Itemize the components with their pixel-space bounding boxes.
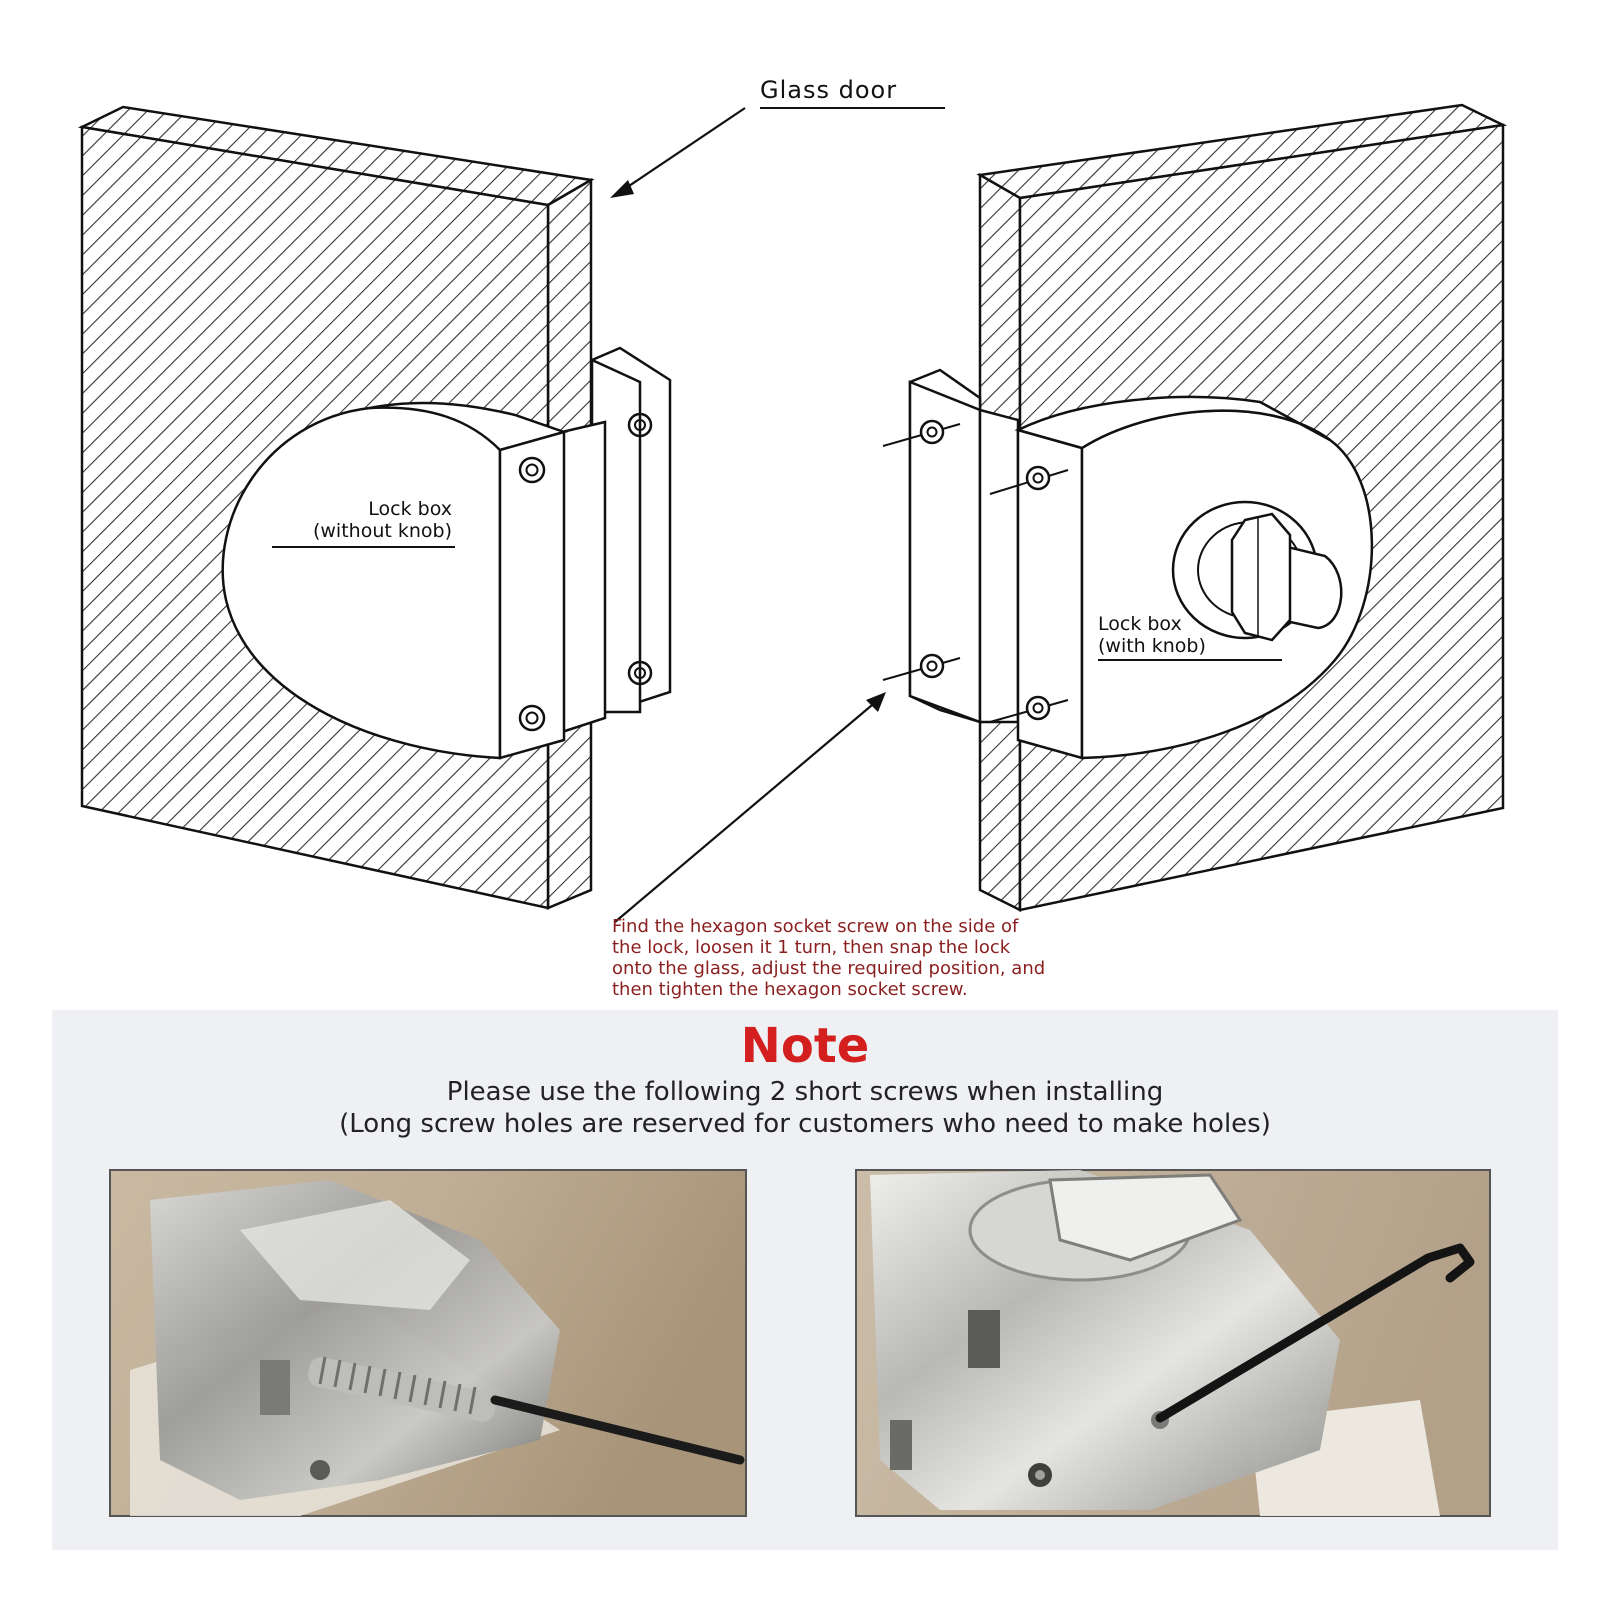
instruction-text: Find the hexagon socket screw on the sid… <box>612 916 1045 1000</box>
note-line-2: (Long screw holes are reserved for custo… <box>339 1109 1271 1139</box>
note-title: Note <box>741 1018 870 1074</box>
lock-box-right-label-line2: (with knob) <box>1098 635 1206 657</box>
photo-hex-key <box>855 1169 1491 1517</box>
lock-box-right-label-line1: Lock box <box>1098 613 1182 635</box>
glass-door-callout: Glass door <box>610 76 945 198</box>
instruction-line-1: Find the hexagon socket screw on the sid… <box>612 916 1019 937</box>
lock-box-right-callout: Lock box (with knob) <box>1098 613 1282 661</box>
photo-short-screw <box>109 1169 747 1517</box>
instruction-line-4: then tighten the hexagon socket screw. <box>612 979 968 1000</box>
lock-box-left-callout: Lock box (without knob) <box>272 498 455 548</box>
lock-box-right <box>882 368 1374 760</box>
hex-screw-callout-arrow <box>614 692 886 923</box>
note-line-1: Please use the following 2 short screws … <box>447 1077 1163 1107</box>
screw-bolts <box>882 419 1069 723</box>
glass-door-label: Glass door <box>760 76 897 104</box>
lock-box-left-label-line2: (without knob) <box>313 520 452 542</box>
instruction-line-2: the lock, loosen it 1 turn, then snap th… <box>612 937 1011 958</box>
lock-box-left <box>221 346 672 760</box>
lock-box-left-label-line1: Lock box <box>368 498 452 520</box>
instruction-line-3: onto the glass, adjust the required posi… <box>612 958 1045 979</box>
